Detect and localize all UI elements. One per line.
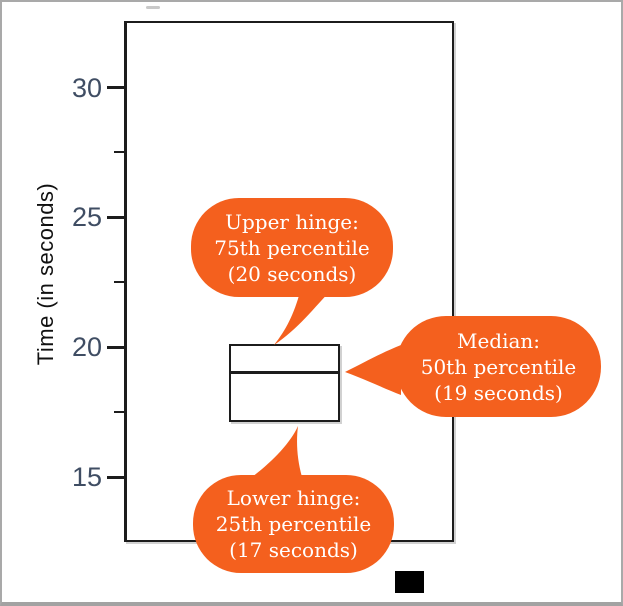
y-axis-tick-minor <box>114 281 125 283</box>
callout-line: Upper hinge: <box>225 209 359 234</box>
y-axis-tick-minor <box>114 151 125 153</box>
black-marker <box>395 571 424 593</box>
callout-upper-hinge: Upper hinge: 75th percentile (20 seconds… <box>191 198 393 297</box>
y-axis-tick-label: 30 <box>71 73 102 103</box>
y-axis-tick-major-20 <box>107 346 125 349</box>
callout-line: (17 seconds) <box>229 538 358 562</box>
callout-lower-hinge: Lower hinge: 25th percentile (17 seconds… <box>193 475 394 573</box>
callout-line: 75th percentile <box>214 235 370 260</box>
y-axis-tick-major-25 <box>107 216 125 219</box>
box-plot <box>229 344 340 422</box>
y-axis-tick-label: 25 <box>71 202 102 232</box>
median-line <box>231 371 338 374</box>
callout-line: Lower hinge: <box>226 486 361 510</box>
callout-line: (19 seconds) <box>434 380 563 405</box>
callout-line: 50th percentile <box>420 354 577 379</box>
y-axis-title: Time (in seconds) <box>33 182 58 366</box>
y-axis-tick-minor <box>114 411 125 413</box>
top-dash-artifact <box>146 6 160 9</box>
callout-line: Median: <box>456 328 541 353</box>
callout-line: (20 seconds) <box>227 261 357 286</box>
callout-median: Median: 50th percentile (19 seconds) <box>396 316 601 417</box>
y-axis-tick-label: 15 <box>71 462 102 492</box>
y-axis-tick-major-30 <box>107 86 125 89</box>
callout-line: 25th percentile <box>215 512 372 536</box>
y-axis-tick-major-15 <box>107 476 125 479</box>
y-axis-tick-label: 20 <box>71 332 102 362</box>
